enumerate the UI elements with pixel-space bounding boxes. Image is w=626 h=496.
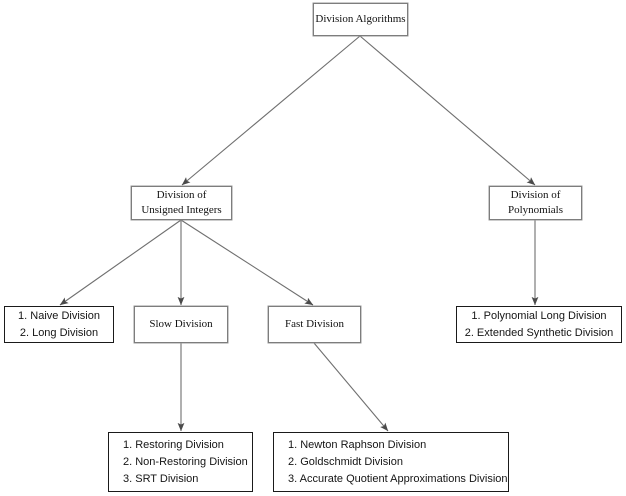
node-text-line: 1. Naive Division [18,309,100,322]
node-text-line: 3. SRT Division [123,472,199,485]
node-division-algorithms[interactable]: Division Algorithms [313,3,408,36]
node-text-line: 1. Restoring Division [123,438,224,451]
edge-root-to-polynomials [359,35,536,186]
node-division-of-polynomials[interactable]: Division of Polynomials [489,186,582,220]
node-text-line: Division of [510,189,561,201]
node-text-line: 1. Newton Raphson Division [288,438,427,451]
node-polynomial-division-methods[interactable]: 1. Polynomial Long Division 2. Extended S… [456,306,622,343]
node-division-of-unsigned-integers[interactable]: Division of Unsigned Integers [131,186,232,220]
node-text-line: Slow Division [149,318,213,330]
node-text-line: Unsigned Integers [141,204,222,216]
node-label: Division of Polynomials [508,188,563,218]
node-text-line: 2. Goldschmidt Division [288,455,403,468]
node-text-line: 3. Accurate Quotient Approximations Divi… [288,472,508,485]
edge-unsigned-to-fast [180,219,314,306]
node-label: 1. Newton Raphson Division 2. Goldschmidt… [274,437,508,488]
node-text-line: 2. Extended Synthetic Division [464,326,614,339]
node-label: 1. Restoring Division 2. Non-Restoring Di… [109,437,248,488]
node-text-line: 2. Non-Restoring Division [123,455,248,468]
node-label: 1. Naive Division 2. Long Division [18,308,100,342]
node-label: Division of Unsigned Integers [141,188,221,218]
edge-fast-to-fast-methods [313,342,389,432]
node-fast-division-methods[interactable]: 1. Newton Raphson Division 2. Goldschmidt… [273,432,509,492]
node-text-line: Polynomials [507,204,563,216]
node-naive-and-long-division[interactable]: 1. Naive Division 2. Long Division [4,306,114,343]
node-slow-division[interactable]: Slow Division [134,306,228,343]
node-text-line: 1. Polynomial Long Division [471,309,607,322]
edge-unsigned-to-naive-long [59,219,182,306]
node-text-line: Fast Division [285,318,344,330]
node-label: Fast Division [285,317,344,332]
node-slow-division-methods[interactable]: 1. Restoring Division 2. Non-Restoring Di… [108,432,253,492]
node-label: 1. Polynomial Long Division 2. Extended S… [465,308,614,342]
node-text-line: 2. Long Division [19,326,99,339]
node-text-line: Division of [156,189,207,201]
node-label: Division Algorithms [315,12,405,27]
node-label: Slow Division [149,317,212,332]
edge-root-to-unsigned [181,35,361,186]
node-fast-division[interactable]: Fast Division [268,306,361,343]
node-text-line: Division Algorithms [315,13,406,25]
